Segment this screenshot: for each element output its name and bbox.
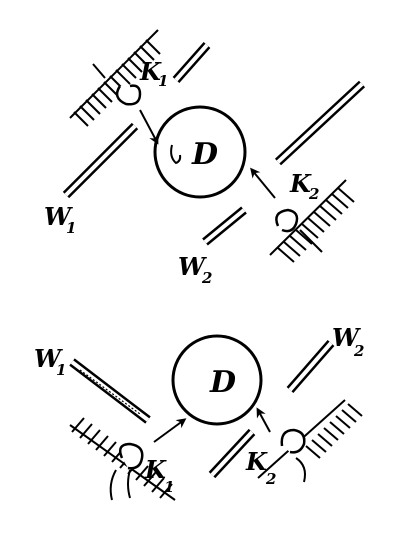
mount-k2-bottom bbox=[257, 399, 363, 483]
label-k1-top: K bbox=[139, 57, 162, 86]
mount-k2-top bbox=[269, 179, 355, 263]
arrow-k1-to-disc-bottom bbox=[153, 418, 187, 443]
label-k1-bottom-sub: 1 bbox=[164, 478, 174, 496]
disc-label-bottom: D bbox=[209, 365, 236, 400]
bottom-panel: D W 1 W 2 bbox=[34, 323, 364, 501]
label-w2-top-sub: 2 bbox=[201, 269, 212, 287]
label-w1-top-sub: 1 bbox=[66, 219, 76, 237]
label-k1-bottom: K bbox=[144, 455, 167, 484]
label-w1-top: W bbox=[44, 202, 73, 231]
label-w1-bottom-sub: 1 bbox=[56, 361, 66, 379]
rail-top-k1 bbox=[172, 42, 211, 83]
arrow-k2-to-disc-top bbox=[250, 167, 276, 199]
top-panel: D bbox=[44, 29, 366, 287]
mount-k1-bottom bbox=[69, 417, 176, 501]
arrow-k1-to-disc-top bbox=[139, 109, 159, 145]
rail-bottom-middle bbox=[208, 428, 256, 479]
label-w1-bottom: W bbox=[34, 344, 63, 373]
curl-mark-top bbox=[170, 144, 182, 165]
rail-w2-bottom bbox=[286, 340, 335, 393]
arrow-k2-to-disc-bottom bbox=[256, 407, 271, 433]
label-w2-bottom-sub: 2 bbox=[353, 342, 364, 360]
label-k2-top: K bbox=[289, 169, 312, 198]
disc-bottom bbox=[171, 334, 263, 426]
mount-k1-top bbox=[69, 29, 161, 127]
rail-w1-bottom bbox=[69, 358, 151, 424]
label-k2-bottom: K bbox=[245, 447, 268, 476]
label-k2-bottom-sub: 2 bbox=[265, 470, 276, 488]
disc-top bbox=[153, 105, 247, 199]
disc-label-top: D bbox=[191, 137, 218, 172]
label-w2-bottom: W bbox=[332, 323, 361, 352]
label-w2-top: W bbox=[178, 252, 207, 281]
rail-top-right bbox=[274, 80, 366, 166]
label-k1-top-sub: 1 bbox=[158, 72, 168, 90]
rail-w2-top bbox=[202, 206, 247, 246]
label-k2-top-sub: 2 bbox=[308, 185, 319, 203]
rail-w1-top bbox=[62, 122, 139, 199]
